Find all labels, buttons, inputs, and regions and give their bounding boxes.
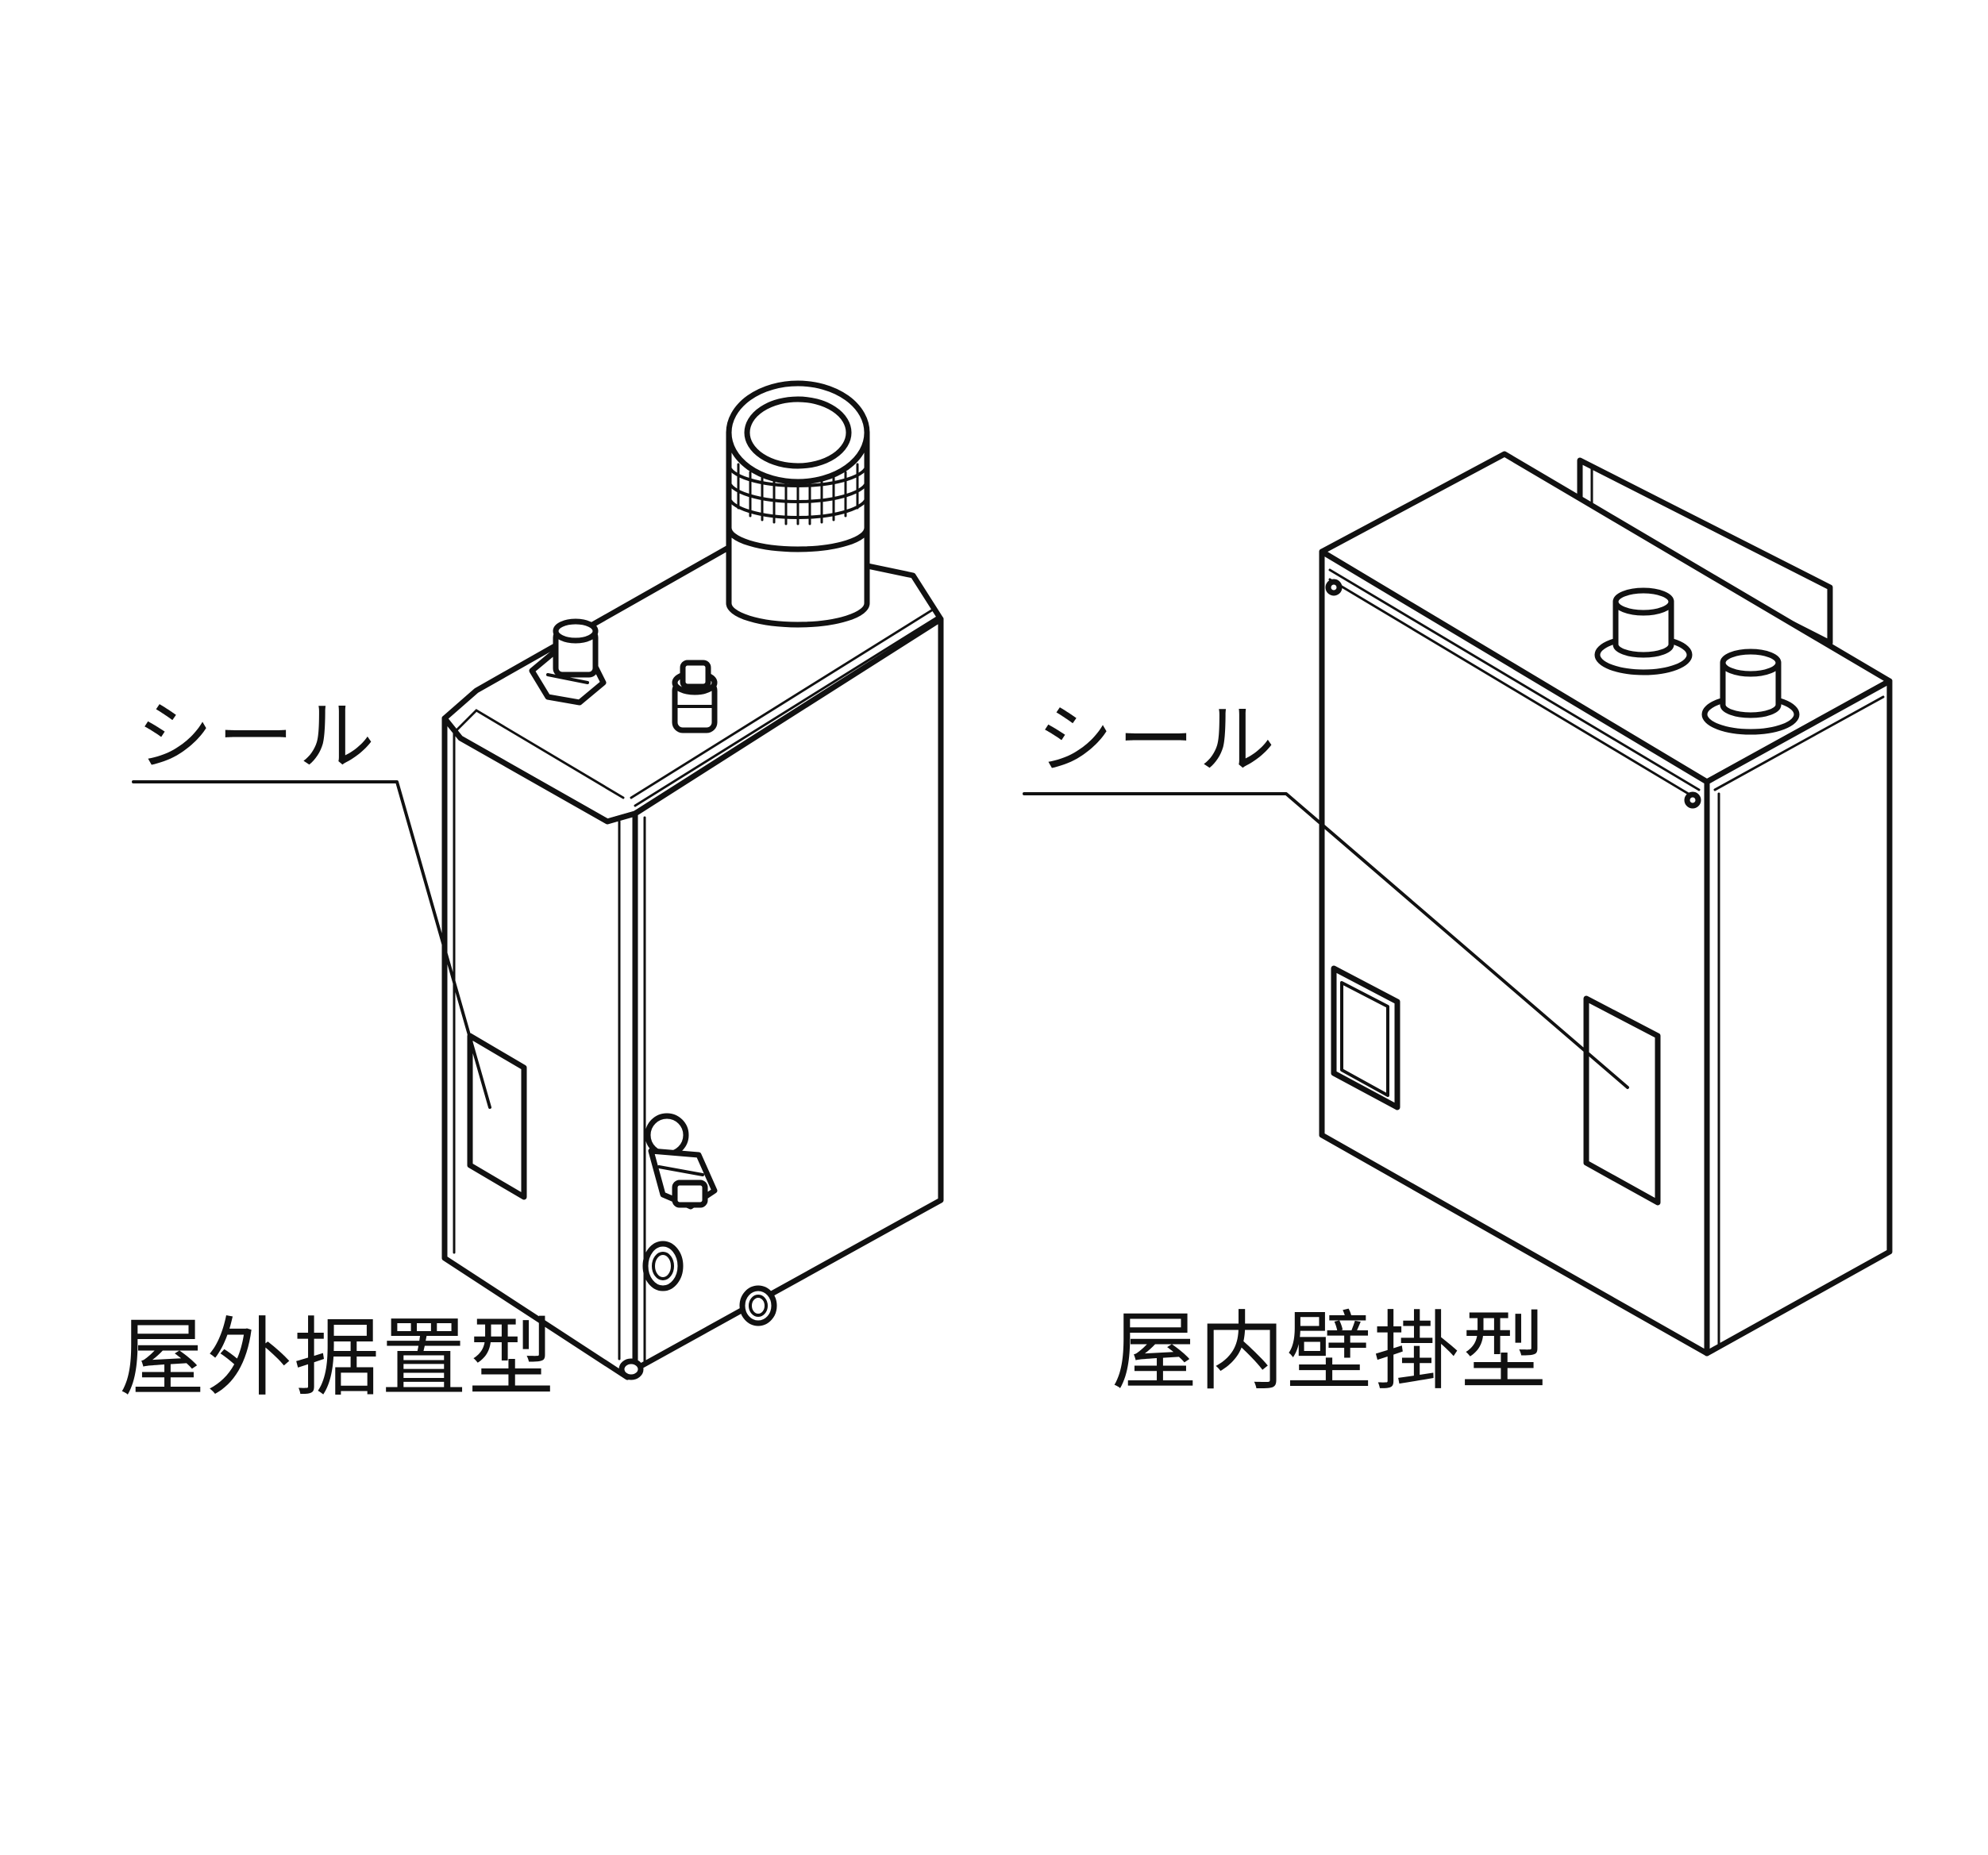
indoor-lid-rim-front <box>1328 568 1701 791</box>
outdoor-lid-rim-left-2 <box>467 741 605 819</box>
outdoor-foot <box>618 1358 644 1380</box>
indoor-seal-leader <box>1023 792 1629 1089</box>
outdoor-seal-sticker <box>467 1033 527 1200</box>
top-fitting-left <box>529 618 607 706</box>
pipe-nipple-right <box>1701 648 1800 735</box>
front-valve <box>645 1113 718 1210</box>
indoor-seal-callout-label: シール <box>1037 695 1280 784</box>
top-fitting-right <box>672 660 718 733</box>
indoor-unit-right-face <box>1704 678 1893 1357</box>
outdoor-lid-rim-right-2 <box>634 616 938 807</box>
bottom-fitting <box>739 1285 777 1326</box>
indoor-unit <box>1023 451 1893 1357</box>
outdoor-unit <box>132 380 944 1380</box>
outdoor-seal-leader <box>132 780 491 1109</box>
front-drain-plug <box>642 1241 684 1291</box>
indoor-lid-rim-front-2 <box>1328 578 1701 802</box>
outdoor-lid-rim-right <box>630 608 934 799</box>
exhaust-chimney <box>726 380 870 628</box>
indoor-screw-left <box>1325 579 1343 596</box>
indoor-seal-sticker <box>1583 995 1661 1206</box>
outdoor-lid-rim-left <box>455 709 625 799</box>
pipe-nipple-left <box>1594 587 1693 675</box>
indoor-screw-right <box>1684 791 1701 809</box>
indoor-inspection-window-inner <box>1340 981 1389 1097</box>
outdoor-model-label: 屋外据置型 <box>119 1309 557 1408</box>
indoor-lid-rim-right <box>1713 695 1885 791</box>
outdoor-seal-callout-label: シール <box>137 692 379 781</box>
indoor-model-label: 屋内壁掛型 <box>1112 1303 1549 1402</box>
